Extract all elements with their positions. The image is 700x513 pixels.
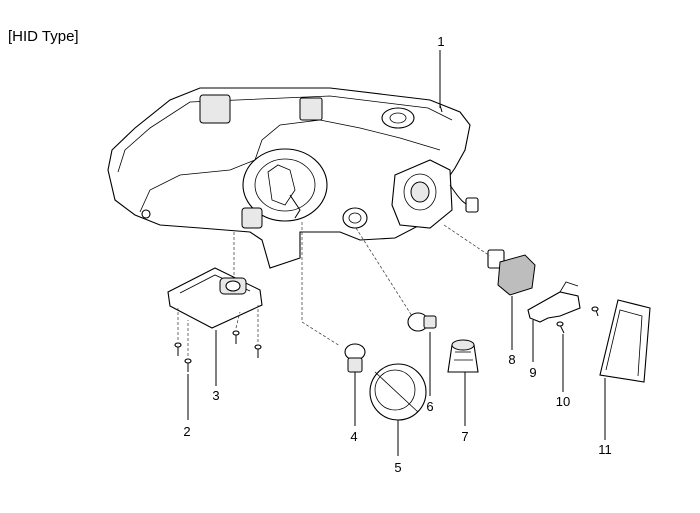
position-bulb (407, 312, 437, 332)
bulb-dust-cap (369, 363, 427, 421)
callout-2: 2 (183, 424, 190, 439)
callout-7: 7 (461, 429, 468, 444)
callout-8: 8 (508, 352, 515, 367)
ballast-screws (174, 305, 262, 372)
callout-6: 6 (426, 399, 433, 414)
callout-4: 4 (350, 429, 357, 444)
leader-lines (187, 50, 606, 456)
callout-1: 1 (437, 34, 444, 49)
turn-signal-bulb (344, 343, 366, 380)
diagram-title: [HID Type] (8, 28, 79, 45)
assembly-lines (233, 222, 491, 347)
callout-11: 11 (598, 442, 612, 457)
hid-igniter (487, 249, 536, 296)
hid-ballast (167, 267, 263, 329)
retaining-spring (527, 281, 581, 323)
callout-5: 5 (394, 460, 401, 475)
callout-9: 9 (529, 365, 536, 380)
callout-10: 10 (556, 394, 570, 409)
bulb-socket (447, 339, 479, 373)
headlamp-housing (107, 87, 479, 269)
clip-screws (556, 306, 599, 334)
callout-3: 3 (212, 388, 219, 403)
rear-cover (599, 299, 651, 383)
callout-labels: 1 2 3 4 5 6 7 8 9 10 11 (183, 34, 611, 475)
